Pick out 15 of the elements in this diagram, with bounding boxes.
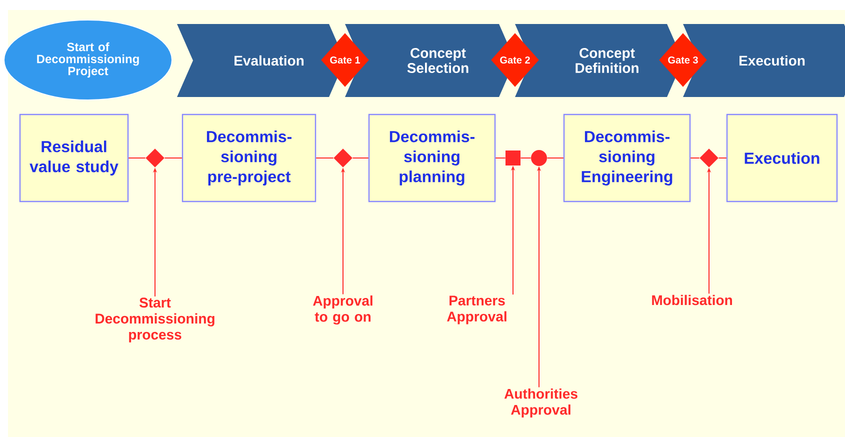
milestone-label: Authorities Approval [504, 388, 578, 418]
process-box: Decommis- sioning pre-project [182, 114, 316, 202]
milestone-circle [531, 150, 547, 166]
milestone-diamond [334, 148, 352, 168]
milestone-label: Start Decommissioning process [96, 298, 214, 342]
milestone-diamond [700, 148, 718, 168]
milestone-label: Mobilisation [652, 294, 732, 306]
milestone-square [506, 150, 520, 166]
process-box: Residual value study [19, 114, 129, 202]
process-box: Execution [726, 114, 838, 202]
milestone-diamond [146, 148, 164, 168]
milestone-label: Partners Approval [447, 296, 506, 324]
process-box: Decommis- sioning Engineering [563, 114, 691, 202]
process-box: Decommis- sioning planning [368, 114, 496, 202]
milestone-label: Approval to go on [313, 295, 372, 325]
